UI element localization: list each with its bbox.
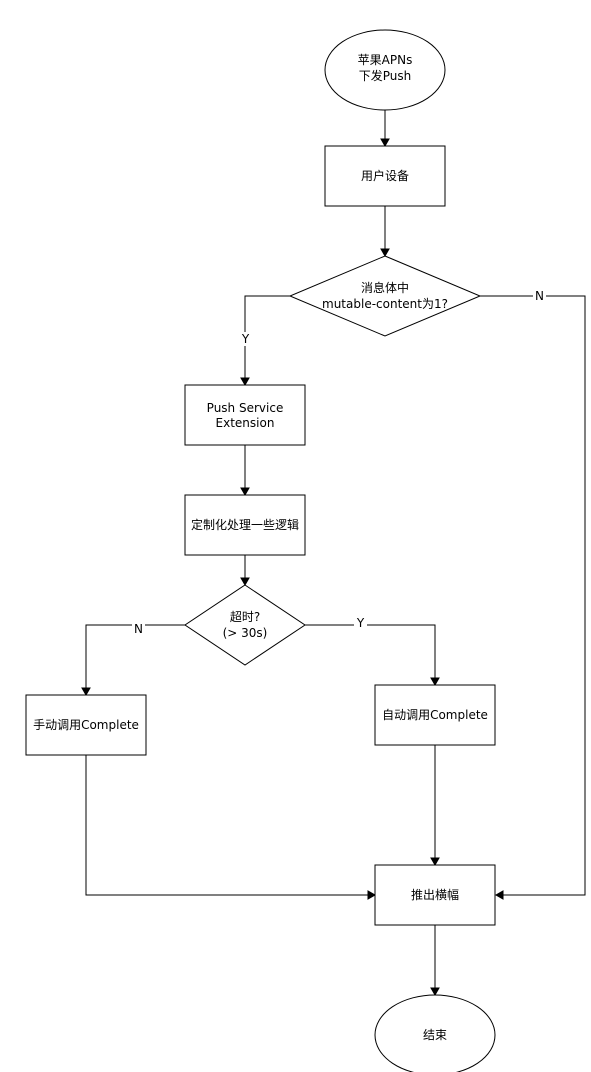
timeout-diamond <box>184 584 306 666</box>
timeout-label-line-1: 超时? <box>230 609 260 624</box>
arrowhead <box>430 987 440 997</box>
edge-label-check-yes: Y <box>241 332 250 346</box>
arrowhead <box>380 248 390 258</box>
timeout-label-line-2: (> 30s) <box>223 626 268 640</box>
edge-labels: Y N N Y <box>132 289 546 636</box>
check-mutable-label-line-1: 消息体中 <box>361 280 409 295</box>
arrowhead <box>367 890 377 900</box>
node-extension: Push Service Extension <box>184 384 306 446</box>
edge-label-timeout-no: N <box>134 622 143 636</box>
end-label: 结束 <box>423 1028 447 1042</box>
edge-label-check-no: N <box>535 289 544 303</box>
edges <box>81 110 586 997</box>
extension-label-line-1: Push Service <box>207 401 284 415</box>
node-auto-complete: 自动调用Complete <box>374 684 496 746</box>
auto-complete-label: 自动调用Complete <box>382 708 488 722</box>
node-start: 苹果APNs 下发Push <box>324 29 446 111</box>
edge-label-bg <box>354 616 367 630</box>
edge-manual-to-banner <box>85 755 368 896</box>
arrowhead <box>240 577 250 587</box>
custom-logic-box <box>184 494 306 556</box>
start-ellipse <box>324 29 446 111</box>
edge-label-bg <box>239 332 252 346</box>
edge-label-bg <box>533 289 546 303</box>
banner-label: 推出横幅 <box>411 887 459 902</box>
edge-label-bg <box>132 622 145 636</box>
auto-complete-box <box>374 684 496 746</box>
node-manual-complete: 手动调用Complete <box>25 694 147 756</box>
node-timeout: 超时? (> 30s) <box>184 584 306 666</box>
node-device: 用户设备 <box>324 145 446 207</box>
arrowhead <box>81 687 91 697</box>
node-banner: 推出横幅 <box>374 864 496 926</box>
node-end: 结束 <box>374 994 496 1072</box>
edge-label-timeout-yes: Y <box>356 616 365 630</box>
manual-complete-label: 手动调用Complete <box>33 718 139 732</box>
custom-logic-label: 定制化处理一些逻辑 <box>191 517 299 532</box>
arrowhead <box>240 377 250 387</box>
banner-box <box>374 864 496 926</box>
check-mutable-diamond <box>288 255 482 337</box>
extension-box <box>184 384 306 446</box>
arrowhead <box>240 487 250 497</box>
node-check-mutable: 消息体中 mutable-content为1? <box>288 255 482 337</box>
check-mutable-label-line-2: mutable-content为1? <box>322 297 448 311</box>
edge-timeout-no-to-manual <box>85 624 185 688</box>
device-label: 用户设备 <box>361 168 409 183</box>
edge-timeout-yes-to-auto <box>305 624 436 678</box>
start-label-line-2: 下发Push <box>359 68 412 83</box>
end-ellipse <box>374 994 496 1072</box>
node-custom-logic: 定制化处理一些逻辑 <box>184 494 306 556</box>
arrowhead <box>430 857 440 867</box>
edge-check-yes-to-extension <box>244 295 290 378</box>
edge-check-no-to-banner <box>480 295 586 896</box>
arrowhead <box>430 677 440 687</box>
device-box <box>324 145 446 207</box>
extension-label-line-2: Extension <box>216 416 275 430</box>
arrowhead <box>380 138 390 148</box>
start-label-line-1: 苹果APNs <box>358 53 413 67</box>
manual-complete-box <box>25 694 147 756</box>
arrowhead <box>494 890 504 900</box>
